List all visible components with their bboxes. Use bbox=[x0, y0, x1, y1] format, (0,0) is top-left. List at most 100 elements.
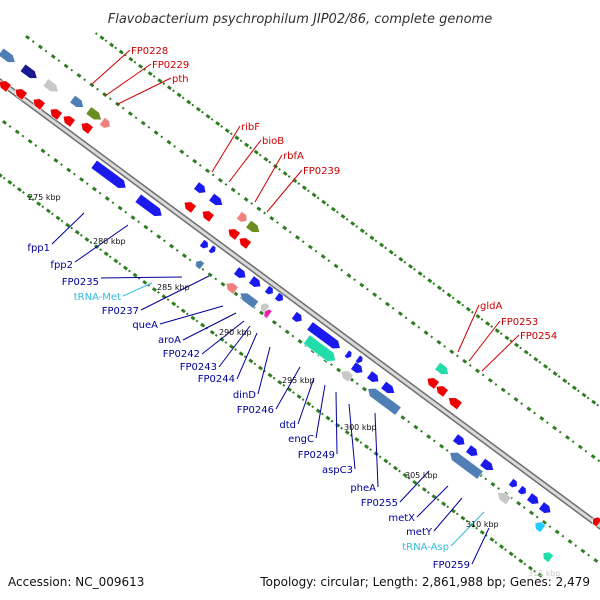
tick-mark-0 bbox=[330, 363, 333, 367]
tick-mark-1 bbox=[325, 415, 331, 421]
tick-mark-2 bbox=[410, 320, 416, 326]
gene-arrow bbox=[90, 159, 127, 189]
gene-label-tRNA-Asp: tRNA-Asp bbox=[402, 542, 449, 553]
tick-mark-3 bbox=[417, 271, 423, 276]
tick-mark-3 bbox=[475, 314, 481, 319]
tick-mark-1 bbox=[55, 215, 61, 221]
tick-mark-3 bbox=[321, 199, 327, 205]
tick-mark-2 bbox=[597, 459, 600, 463]
tick-mark-0 bbox=[124, 210, 128, 214]
tick-mark-2 bbox=[558, 430, 562, 434]
tick-mark-0 bbox=[214, 277, 218, 281]
tick-mark-3 bbox=[147, 71, 153, 76]
tick-mark-3 bbox=[499, 332, 503, 336]
tick-mark-0 bbox=[72, 172, 76, 176]
leader-line bbox=[182, 312, 237, 341]
tick-mark-0 bbox=[413, 424, 419, 430]
tick-mark-1 bbox=[229, 344, 235, 350]
kbp-label-305: 305 kbp bbox=[405, 471, 438, 480]
leader-line bbox=[457, 304, 480, 353]
tick-mark-0 bbox=[85, 182, 89, 186]
gene-arrow bbox=[516, 484, 527, 496]
gene-arrow bbox=[526, 492, 540, 505]
gene-label-FP0237: FP0237 bbox=[102, 306, 139, 317]
tick-mark-2 bbox=[237, 192, 241, 196]
tick-mark-0 bbox=[490, 481, 496, 487]
tick-mark-1 bbox=[383, 458, 389, 464]
tick-mark-1 bbox=[253, 362, 257, 366]
tick-mark-0 bbox=[79, 177, 85, 182]
tick-mark-1 bbox=[282, 383, 286, 387]
tick-mark-3 bbox=[210, 117, 214, 121]
leader-line bbox=[51, 212, 85, 245]
tick-mark-0 bbox=[554, 529, 560, 535]
gene-arrow bbox=[233, 266, 247, 279]
tick-mark-2 bbox=[96, 87, 99, 91]
gene-arrow bbox=[208, 192, 224, 206]
tick-mark-2 bbox=[526, 406, 532, 412]
tick-mark-1 bbox=[209, 329, 215, 335]
tick-mark-2 bbox=[584, 449, 588, 453]
tick-mark-3 bbox=[133, 60, 137, 64]
tick-mark-0 bbox=[497, 487, 500, 490]
tick-mark-0 bbox=[188, 258, 192, 262]
tick-mark-1 bbox=[402, 472, 408, 478]
tick-mark-1 bbox=[234, 348, 237, 352]
tick-mark-3 bbox=[176, 92, 182, 98]
tick-mark-0 bbox=[162, 239, 166, 243]
tick-mark-0 bbox=[567, 539, 573, 544]
tick-mark-2 bbox=[475, 368, 481, 374]
tick-mark-2 bbox=[57, 59, 61, 63]
tick-mark-1 bbox=[436, 498, 440, 502]
tick-mark-1 bbox=[465, 519, 469, 523]
tick-mark-1 bbox=[388, 462, 392, 466]
tick-mark-2 bbox=[423, 330, 429, 336]
tick-mark-1 bbox=[330, 419, 334, 423]
tick-mark-1 bbox=[272, 376, 276, 380]
tick-mark-2 bbox=[179, 149, 185, 155]
tick-mark-2 bbox=[230, 187, 236, 193]
tick-mark-3 bbox=[413, 267, 416, 271]
tick-mark-3 bbox=[181, 96, 185, 100]
tick-mark-2 bbox=[250, 202, 254, 205]
tick-mark-1 bbox=[359, 441, 363, 444]
tick-mark-3 bbox=[244, 142, 250, 148]
tick-mark-1 bbox=[527, 565, 533, 571]
tick-mark-2 bbox=[269, 216, 275, 221]
gene-arrow bbox=[201, 210, 215, 223]
gene-arrow bbox=[239, 292, 260, 309]
tick-mark-3 bbox=[253, 149, 259, 155]
gene-arrow bbox=[449, 451, 484, 480]
tick-mark-1 bbox=[479, 529, 485, 535]
tick-mark-2 bbox=[243, 196, 249, 202]
leader-line bbox=[433, 497, 463, 532]
tick-mark-2 bbox=[590, 454, 596, 459]
tick-mark-3 bbox=[201, 110, 204, 114]
tick-mark-0 bbox=[259, 310, 265, 316]
gene-label-dinD: dinD bbox=[233, 390, 256, 401]
gene-label-gldA: gldA bbox=[480, 301, 502, 312]
genome-backbone bbox=[0, 77, 600, 531]
tick-mark-2 bbox=[108, 97, 112, 101]
tick-mark-0 bbox=[111, 201, 115, 205]
tick-mark-3 bbox=[278, 167, 281, 171]
gene-arrow bbox=[479, 457, 495, 471]
leader-line bbox=[100, 276, 183, 279]
leader-line bbox=[159, 305, 224, 325]
tick-mark-3 bbox=[369, 235, 375, 241]
tick-mark-0 bbox=[156, 234, 162, 240]
gene-arrow bbox=[245, 219, 261, 233]
tick-mark-1 bbox=[16, 187, 22, 192]
tick-mark-2 bbox=[404, 316, 408, 320]
gene-arrow bbox=[447, 397, 463, 411]
tick-mark-3 bbox=[596, 403, 600, 407]
tick-mark-1 bbox=[118, 262, 122, 266]
tick-mark-2 bbox=[63, 63, 69, 69]
gene-label-FP0244: FP0244 bbox=[198, 374, 235, 385]
outer-gene-labels: FP0228 FP0229 pth ribF bioB rbfA FP0239 … bbox=[131, 46, 557, 342]
tick-mark-3 bbox=[263, 156, 269, 162]
tick-mark-1 bbox=[315, 408, 321, 414]
gene-arrow bbox=[225, 282, 239, 295]
gene-arrow bbox=[343, 349, 353, 359]
gene-label-FP0253: FP0253 bbox=[501, 317, 538, 328]
